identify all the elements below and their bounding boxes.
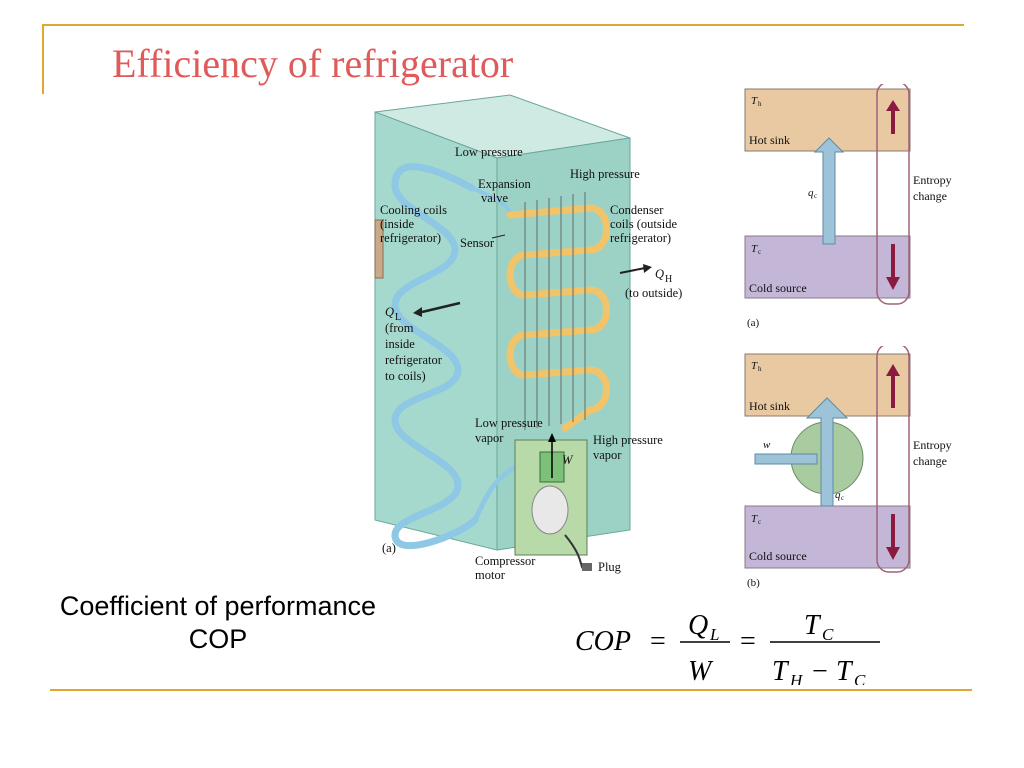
compressor-motor (531, 485, 569, 535)
qc-label: q (808, 187, 814, 199)
label-coils-outside: coils (outside (610, 217, 677, 231)
label-hp-vapor-2: vapor (593, 448, 622, 462)
ql-arrow (421, 301, 461, 314)
cop-label-line1: Coefficient of performance (59, 591, 377, 621)
entropy-label: Entropy (913, 173, 952, 187)
slide-title: Efficiency of refrigerator (112, 41, 514, 86)
label-w: W (562, 453, 574, 467)
formula-num1-sub: L (709, 625, 719, 644)
label-inside-2: inside (385, 337, 415, 351)
qc-label: q (835, 489, 841, 501)
qc-sub: c (814, 192, 817, 200)
formula-lhs: COP (575, 626, 631, 657)
w-label: w (763, 439, 771, 451)
plug-icon (582, 563, 592, 571)
label-low-pressure: Low pressure (455, 145, 523, 159)
label-refrigerator: refrigerator) (380, 231, 441, 245)
formula-num2-sub: C (822, 625, 834, 644)
label-condenser: Condenser (610, 203, 664, 217)
change-label: change (913, 189, 947, 203)
formula-eq1: = (650, 626, 666, 657)
th-sub: h (758, 100, 762, 108)
hot-up-arrowhead (886, 364, 900, 376)
label-ql-sub: L (395, 312, 401, 323)
hot-sink-label: Hot sink (749, 399, 790, 413)
tc-sub: c (758, 518, 761, 526)
entropy-label: Entropy (913, 438, 952, 452)
label-ql: Q (385, 305, 394, 319)
formula-num1: Q (688, 610, 708, 641)
formula-den2-b: T (836, 656, 854, 685)
label-compressor: Compressor (475, 554, 536, 568)
label-qh: Q (655, 267, 664, 281)
w-arrow (754, 453, 818, 465)
formula-den2-a-sub: H (789, 671, 804, 685)
label-plug: Plug (598, 560, 622, 574)
cooling-coils (391, 163, 479, 550)
label-from: (from (385, 321, 414, 335)
formula-eq2: = (740, 626, 756, 657)
th-sub: h (758, 365, 762, 373)
label-inside: (inside (380, 217, 414, 231)
qc-arrow (813, 137, 845, 245)
tc-label: T (751, 513, 758, 525)
cold-down-arrowhead (886, 277, 900, 290)
label-expansion: Expansion (478, 177, 532, 191)
th-label: T (751, 360, 758, 372)
label-hp-vapor-1: High pressure (593, 433, 663, 447)
cold-source-label: Cold source (749, 281, 807, 295)
formula-num2: T (804, 610, 822, 641)
entropy-diagram-a: T h Hot sink q c T c Cold source Entropy… (744, 84, 952, 329)
entropy-diagram-b: T h Hot sink w q c T c Cold source Entro… (744, 346, 952, 589)
cold-source-label: Cold source (749, 549, 807, 563)
label-refrigerator-3: refrigerator (385, 353, 443, 367)
tc-label: T (751, 243, 758, 255)
label-cooling-coils: Cooling coils (380, 203, 447, 217)
label-sensor: Sensor (460, 236, 495, 250)
qh-arrow (619, 267, 646, 274)
cold-source-box (744, 505, 911, 569)
sensor-leader (491, 234, 506, 239)
hot-up-arrowhead (886, 100, 900, 111)
combined-arrow (805, 397, 849, 507)
cop-label: Coefficient of performance COP (20, 590, 416, 656)
qh-arrowhead (643, 264, 652, 273)
panel-b-label: (b) (747, 577, 760, 589)
cop-formula: COP = Q L W = T C T H − T C (575, 610, 880, 685)
qc-sub: c (841, 494, 844, 502)
label-motor: motor (475, 568, 506, 582)
th-label: T (751, 95, 758, 107)
tc-sub: c (758, 248, 761, 256)
label-refrigerator-2: refrigerator) (610, 231, 671, 245)
formula-den2-b-sub: C (854, 671, 866, 685)
label-valve: valve (481, 191, 509, 205)
change-label: change (913, 454, 947, 468)
cold-source-box (744, 235, 911, 299)
condenser-fins (524, 192, 586, 430)
top-accent-line (42, 24, 964, 26)
label-to-outside: (to outside) (625, 286, 682, 300)
formula-den1: W (688, 656, 714, 685)
fridge-handle (374, 219, 384, 279)
cold-down-arrowhead (886, 547, 900, 560)
formula-den2-a: T (772, 656, 790, 685)
label-lp-vapor-2: vapor (475, 431, 504, 445)
left-accent-bar (42, 24, 44, 94)
ql-arrowhead (413, 307, 422, 317)
label-lp-vapor-1: Low pressure (475, 416, 543, 430)
label-panel-a: (a) (382, 541, 396, 555)
hot-sink-label: Hot sink (749, 133, 790, 147)
formula-minus: − (812, 656, 828, 685)
panel-a-label: (a) (747, 317, 760, 329)
label-qh-sub: H (665, 274, 672, 285)
label-to-coils: to coils) (385, 369, 426, 383)
bottom-accent-line (50, 689, 972, 691)
condenser-coils (506, 204, 610, 432)
label-high-pressure: High pressure (570, 167, 640, 181)
work-arrowhead (548, 433, 556, 442)
cop-label-line2: COP (188, 624, 248, 654)
entropy-bracket (876, 346, 910, 573)
refrigerator-diagram: Low pressure Expansion valve High pressu… (374, 94, 682, 582)
entropy-bracket (876, 84, 910, 305)
